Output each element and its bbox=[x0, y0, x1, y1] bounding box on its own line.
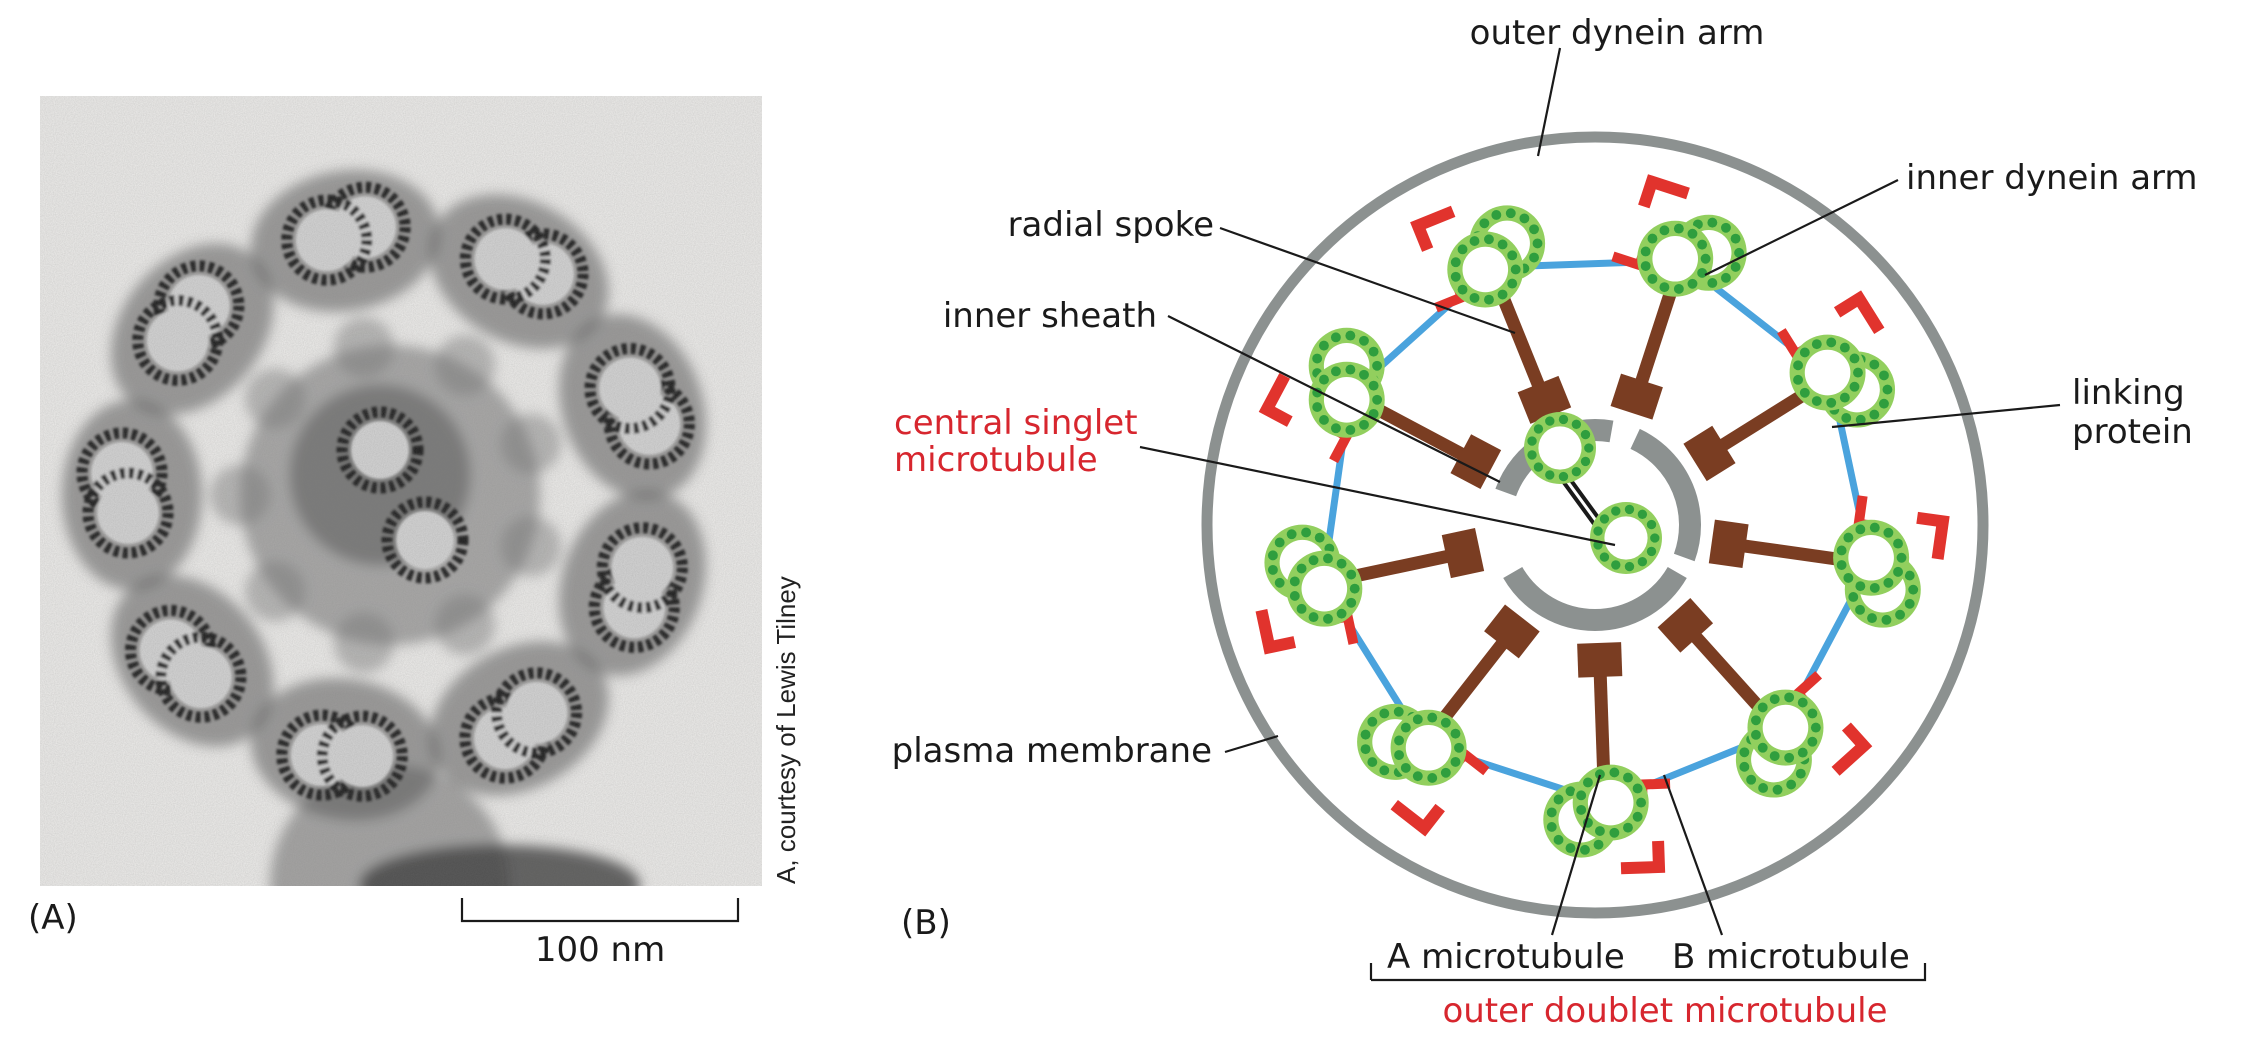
outer-doublet bbox=[1308, 327, 1385, 438]
a-microtubule bbox=[1447, 231, 1524, 308]
label-central-singlet-line1: central singlet bbox=[894, 403, 1138, 443]
label-inner-dynein-arm: inner dynein arm bbox=[1906, 158, 2198, 198]
outer-doublets bbox=[1264, 205, 1921, 858]
radial-spoke bbox=[1437, 604, 1540, 725]
a-microtubule bbox=[1286, 550, 1363, 627]
panel-b-label: (B) bbox=[901, 903, 951, 943]
central-singlet-microtubule bbox=[1590, 502, 1662, 574]
outer-dynein-arm bbox=[1833, 290, 1885, 335]
label-outer-dynein-arm: outer dynein arm bbox=[1470, 13, 1765, 53]
radial-spoke bbox=[1708, 519, 1842, 568]
radial-spoke bbox=[1657, 597, 1766, 714]
label-plasma-membrane: plasma membrane bbox=[892, 731, 1212, 771]
outer-dynein-arm bbox=[1255, 608, 1297, 655]
outer-doublet bbox=[1447, 205, 1546, 308]
a-microtubule bbox=[1572, 764, 1649, 841]
radial-spoke bbox=[1610, 287, 1678, 420]
label-a-microtubule: A microtubule bbox=[1387, 937, 1625, 977]
axoneme-schematic bbox=[1201, 131, 1989, 919]
outer-dynein-arm bbox=[1916, 511, 1950, 560]
outer-doublet bbox=[1543, 764, 1649, 858]
leader-lines bbox=[1139, 47, 2061, 982]
outer-dynein-arm bbox=[1410, 205, 1456, 252]
radial-spokes bbox=[1351, 287, 1842, 774]
radial-spoke bbox=[1577, 642, 1623, 774]
outer-doublet bbox=[1264, 524, 1363, 627]
scale-bar bbox=[460, 898, 740, 923]
outer-dynein-arm bbox=[1258, 373, 1293, 427]
label-b-microtubule: B microtubule bbox=[1672, 937, 1910, 977]
radial-spoke bbox=[1351, 528, 1485, 583]
a-microtubule bbox=[1637, 220, 1714, 297]
outer-doublet bbox=[1637, 214, 1747, 297]
outer-dynein-arm bbox=[1620, 840, 1666, 875]
image-credit: A, courtesy of Lewis Tilney bbox=[771, 576, 801, 884]
outer-doublet bbox=[1789, 334, 1896, 428]
label-inner-sheath: inner sheath bbox=[943, 296, 1157, 336]
label-linking-protein-line1: linking bbox=[2072, 373, 2185, 413]
a-microtubule bbox=[1747, 689, 1824, 766]
scale-bar-label: 100 nm bbox=[535, 930, 665, 970]
central-singlet-microtubule bbox=[1524, 412, 1596, 484]
label-linking-protein-line2: protein bbox=[2072, 412, 2193, 452]
label-outer-doublet-microtubule: outer doublet microtubule bbox=[1442, 991, 1887, 1031]
outer-doublet bbox=[1735, 689, 1824, 798]
a-microtubule bbox=[1833, 519, 1910, 596]
radial-spoke bbox=[1372, 402, 1502, 490]
label-central-singlet-line2: microtubule bbox=[894, 440, 1098, 480]
outer-dynein-arm bbox=[1831, 722, 1873, 776]
outer-doublet bbox=[1357, 703, 1467, 786]
a-microtubule bbox=[1308, 361, 1385, 438]
a-microtubule bbox=[1390, 709, 1467, 786]
panel-a-label: (A) bbox=[28, 898, 78, 938]
radial-spoke bbox=[1683, 388, 1809, 482]
a-microtubule bbox=[1789, 334, 1866, 411]
label-radial-spoke: radial spoke bbox=[1008, 205, 1214, 245]
electron-micrograph bbox=[40, 96, 762, 886]
outer-dynein-arm bbox=[1638, 174, 1690, 209]
radial-spoke bbox=[1496, 292, 1572, 424]
outer-dynein-arm bbox=[1390, 799, 1445, 837]
central-apparatus bbox=[1495, 412, 1701, 631]
outer-doublet bbox=[1833, 519, 1921, 628]
